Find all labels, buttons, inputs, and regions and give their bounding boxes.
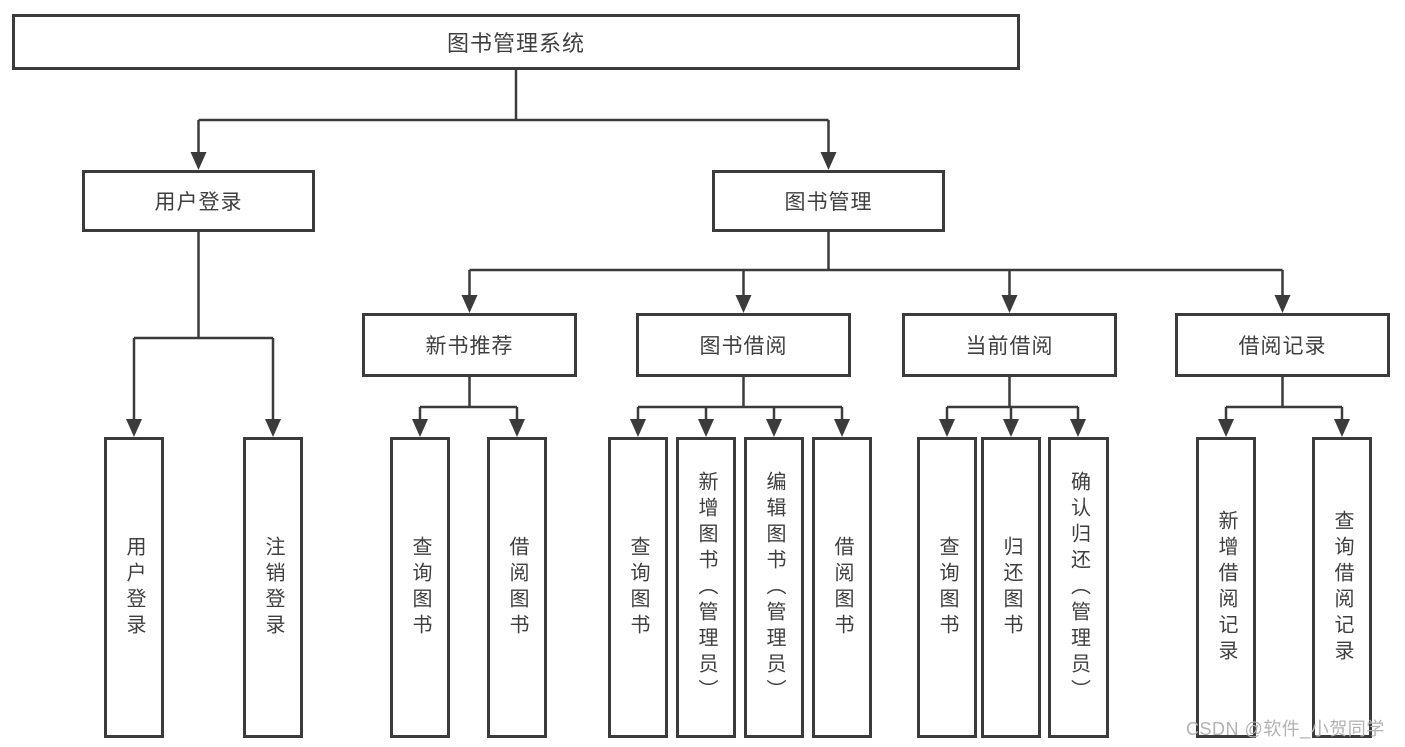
leaf-records-add-record: 新增借阅记录 — [1196, 437, 1256, 738]
leaf-borrowing-edit-books-admin: 编辑图书（管理员） — [744, 437, 804, 738]
leaf-borrowing-query-books: 查询图书 — [608, 437, 668, 738]
leaf-recommend-query-books: 查询图书 — [390, 437, 450, 738]
node-book-management: 图书管理 — [712, 170, 945, 232]
leaf-current-query-books: 查询图书 — [917, 437, 977, 738]
node-current-borrowing: 当前借阅 — [902, 313, 1117, 377]
leaf-borrowing-add-books-admin: 新增图书（管理员） — [676, 437, 736, 738]
leaf-logout-login: 注销登录 — [243, 437, 303, 738]
node-root-library-system: 图书管理系统 — [12, 14, 1020, 70]
leaf-recommend-borrow-books: 借阅图书 — [487, 437, 547, 738]
leaf-current-confirm-return-admin: 确认归还（管理员） — [1048, 437, 1109, 738]
leaf-records-query-record: 查询借阅记录 — [1312, 437, 1372, 738]
watermark-text: CSDN @软件_小贺同学 — [1186, 719, 1385, 739]
leaf-user-login: 用户登录 — [104, 437, 164, 738]
node-borrowing-records: 借阅记录 — [1175, 313, 1390, 377]
node-new-book-recommendation: 新书推荐 — [362, 313, 577, 377]
leaf-current-return-books: 归还图书 — [981, 437, 1041, 738]
node-book-borrowing: 图书借阅 — [636, 313, 851, 377]
node-user-login: 用户登录 — [82, 170, 315, 232]
leaf-borrowing-borrow-books: 借阅图书 — [812, 437, 872, 738]
